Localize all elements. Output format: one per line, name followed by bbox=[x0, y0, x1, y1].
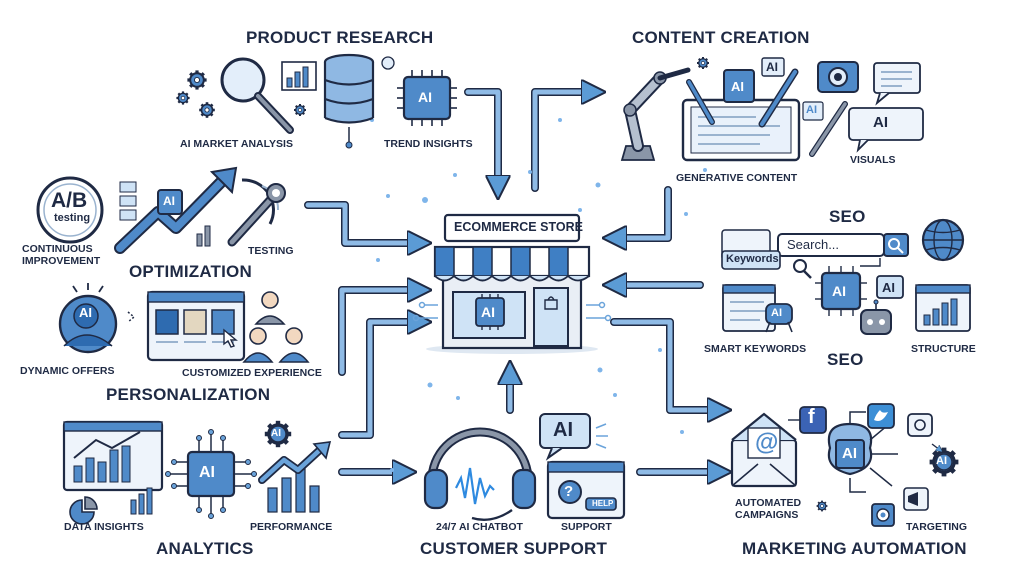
analytics-title: ANALYTICS bbox=[156, 539, 254, 558]
seo-title-top: SEO bbox=[829, 207, 866, 226]
analytics-icons bbox=[62, 421, 332, 525]
keywords-tag: Keywords bbox=[726, 253, 779, 265]
personalization-ai-chip: AI bbox=[79, 305, 92, 320]
data-insights-label: DATA INSIGHTS bbox=[64, 521, 144, 533]
support-label: SUPPORT bbox=[561, 521, 612, 533]
sparkle-dots bbox=[370, 118, 707, 472]
content-ai-chip-1: AI bbox=[731, 79, 744, 94]
store-ai-chip: AI bbox=[481, 304, 495, 320]
personalization-title: PERSONALIZATION bbox=[106, 385, 271, 404]
continuous-label: CONTINUOUS bbox=[22, 243, 93, 255]
personalization-icons bbox=[58, 283, 310, 363]
content-creation-icons bbox=[620, 56, 924, 162]
marketing-automation-icons bbox=[730, 403, 958, 527]
analytics-ai-chip-2: AI bbox=[271, 428, 281, 439]
product-research-icons bbox=[175, 53, 457, 149]
campaigns-label: CAMPAIGNS bbox=[735, 509, 799, 521]
marketing-ai-chip-1: AI bbox=[842, 445, 857, 462]
visuals-label: VISUALS bbox=[850, 154, 896, 166]
support-ai-bubble: AI bbox=[553, 419, 573, 441]
content-ai-chip-3: AI bbox=[806, 104, 817, 116]
store-sign: ECOMMERCE STORE bbox=[454, 220, 583, 234]
structure-label: STRUCTURE bbox=[911, 343, 976, 355]
content-creation-title: CONTENT CREATION bbox=[632, 28, 810, 47]
connector-arrows bbox=[304, 92, 720, 472]
customer-support-icons bbox=[423, 413, 626, 521]
product-research-title: PRODUCT RESEARCH bbox=[246, 28, 434, 47]
targeting-label: TARGETING bbox=[906, 521, 968, 533]
optimization-title: OPTIMIZATION bbox=[129, 262, 252, 281]
ab-testing-bottom: testing bbox=[54, 212, 91, 224]
marketing-automation-title: MARKETING AUTOMATION bbox=[742, 539, 967, 558]
analytics-ai-chip-1: AI bbox=[199, 464, 215, 481]
ai-chatbot-label: 24/7 AI CHATBOT bbox=[436, 521, 523, 533]
optimization-icons bbox=[36, 166, 286, 254]
seo-title-bottom: SEO bbox=[827, 350, 864, 369]
performance-label: PERFORMANCE bbox=[250, 521, 333, 533]
automated-label: AUTOMATED bbox=[735, 497, 802, 509]
facebook-icon: f bbox=[808, 406, 815, 428]
seo-search-placeholder: Search... bbox=[787, 237, 840, 252]
trend-insights-label: TREND INSIGHTS bbox=[384, 138, 473, 150]
optimization-ai-chip: AI bbox=[163, 194, 175, 208]
ai-market-analysis-label: AI MARKET ANALYSIS bbox=[180, 138, 293, 150]
generative-content-label: GENERATIVE CONTENT bbox=[676, 172, 798, 184]
seo-ai-chip-2: AI bbox=[882, 280, 895, 295]
marketing-ai-chip-2: AI bbox=[936, 455, 947, 467]
smart-keywords-label: SMART KEYWORDS bbox=[704, 343, 807, 355]
improvement-label: IMPROVEMENT bbox=[22, 255, 101, 267]
ab-testing-top: A/B bbox=[51, 189, 88, 212]
ecommerce-store-icon bbox=[412, 213, 612, 354]
testing-label: TESTING bbox=[248, 245, 294, 257]
customer-support-title: CUSTOMER SUPPORT bbox=[420, 539, 608, 558]
content-ai-chip-2: AI bbox=[766, 60, 778, 74]
customized-experience-label: CUSTOMIZED EXPERIENCE bbox=[182, 367, 322, 379]
seo-icons bbox=[721, 218, 971, 335]
email-at-icon: @ bbox=[755, 429, 779, 456]
question-icon: ? bbox=[564, 483, 574, 500]
dynamic-offers-label: DYNAMIC OFFERS bbox=[20, 365, 115, 377]
seo-ai-chip-1: AI bbox=[832, 283, 846, 299]
help-button: HELP bbox=[592, 499, 614, 508]
seo-ai-chip-3: AI bbox=[771, 307, 782, 319]
research-ai-chip: AI bbox=[418, 89, 432, 105]
content-ai-chip-4: AI bbox=[873, 114, 888, 131]
